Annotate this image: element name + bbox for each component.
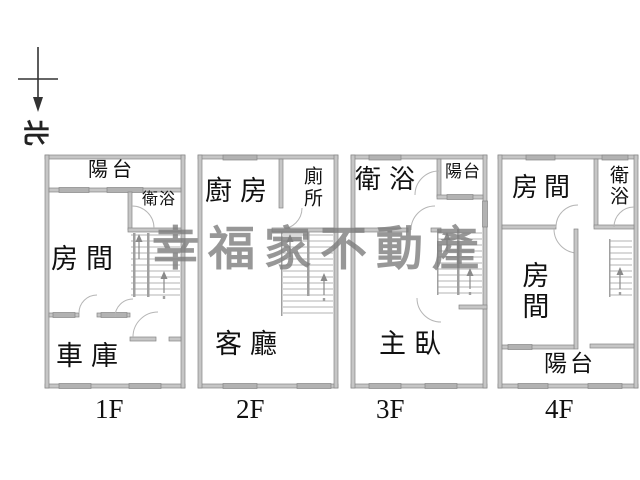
room-label-toilet-2f: 廁所	[300, 166, 322, 210]
compass-north-icon	[18, 47, 58, 112]
room-label-living-2f: 客廳	[215, 329, 285, 359]
room-label-kitchen-2f: 廚房	[205, 176, 275, 206]
floorplan-2f-drawing	[197, 154, 339, 389]
room-label-balcony-1f: 陽台	[88, 159, 136, 181]
room-label-bedroom-upper-4f: 房間	[512, 173, 577, 202]
floor-label-1f: 1F	[95, 394, 124, 424]
room-label-master-3f: 主臥	[379, 329, 449, 359]
compass-north-label: 北	[20, 119, 50, 146]
room-label-bedroom-1f: 房間	[51, 244, 121, 274]
floor-label-4f: 4F	[545, 394, 574, 424]
room-label-bathroom-1f: 衛浴	[142, 191, 177, 208]
floorplan-1f-drawing	[44, 154, 186, 389]
floorplan-4f-drawing	[497, 154, 639, 389]
floor-label-3f: 3F	[376, 394, 405, 424]
room-label-bathroom-3f: 衛浴	[355, 165, 424, 194]
room-label-bathroom-4f: 衛浴	[606, 165, 628, 207]
floor-label-2f: 2F	[236, 394, 265, 424]
watermark-text: 幸福家不動產	[152, 222, 488, 275]
room-label-bedroom-lower-4f: 房間	[518, 261, 549, 323]
room-label-balcony-3f: 陽台	[445, 162, 481, 181]
room-label-garage-1f: 車庫	[56, 341, 126, 371]
room-label-balcony-4f: 陽台	[544, 351, 596, 376]
floorplan-3f-drawing	[350, 154, 488, 389]
